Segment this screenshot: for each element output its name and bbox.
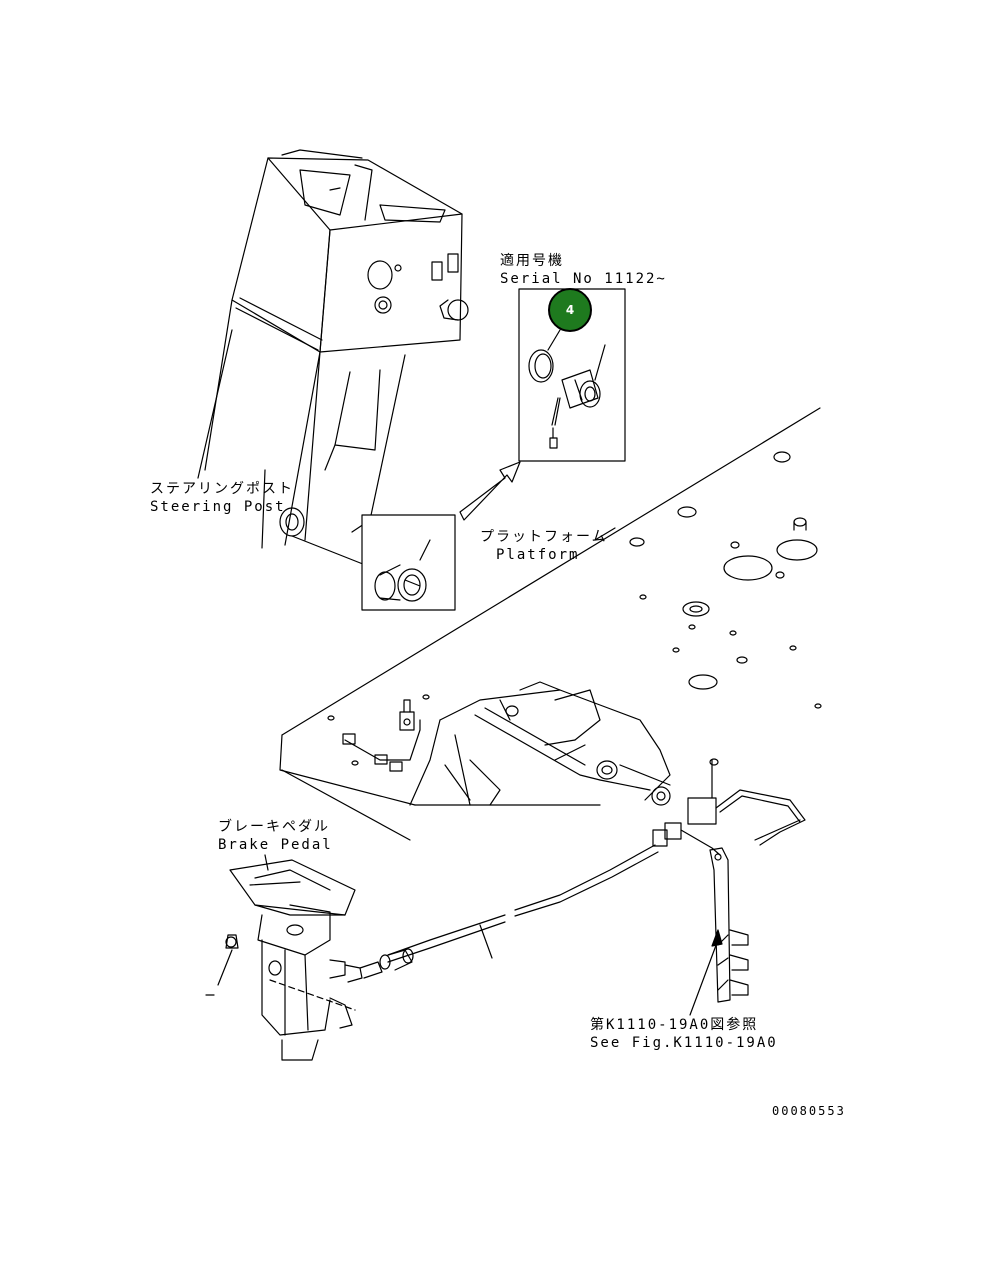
leader-steering-post [197, 329, 233, 479]
leader-platform [594, 527, 616, 541]
platform-label-jp: プラットフォーム [480, 529, 608, 545]
leader-brake-pedal [264, 854, 269, 871]
platform-label: プラットフォーム Platform [480, 528, 608, 564]
steering-post-label-jp: ステアリングポスト [150, 481, 294, 497]
brake-pedal-label-jp: ブレーキペダル [218, 819, 330, 835]
platform-label-en: Platform [496, 547, 580, 563]
steering-post-label-en: Steering Post [150, 499, 286, 515]
figure-reference-label: 第K1110-19A0図参照 See Fig.K1110-19A0 [590, 1016, 778, 1052]
serial-label: 適用号機 Serial No 11122~ [500, 252, 667, 288]
brake-pedal-label-en: Brake Pedal [218, 837, 333, 853]
steering-base-frame [409, 681, 671, 806]
serial-label-jp: 適用号機 [500, 253, 564, 269]
brake-pedal-label: ブレーキペダル Brake Pedal [218, 818, 333, 854]
sensor-cable [387, 758, 806, 1016]
steering-post-label: ステアリングポスト Steering Post [150, 480, 294, 516]
callout-4[interactable]: 4 [548, 288, 592, 332]
steering-post [204, 149, 469, 571]
platform [279, 407, 822, 841]
figure-reference-label-en: See Fig.K1110-19A0 [590, 1035, 778, 1051]
steering-switch-detail-box [361, 514, 456, 611]
serial-label-en: Serial No 11122~ [500, 271, 667, 287]
brake-pedal [205, 859, 414, 1061]
figure-reference-label-jp: 第K1110-19A0図参照 [590, 1017, 759, 1033]
arrow-detail-to-serial [459, 461, 521, 521]
drawing-number: 00080553 [772, 1104, 846, 1118]
